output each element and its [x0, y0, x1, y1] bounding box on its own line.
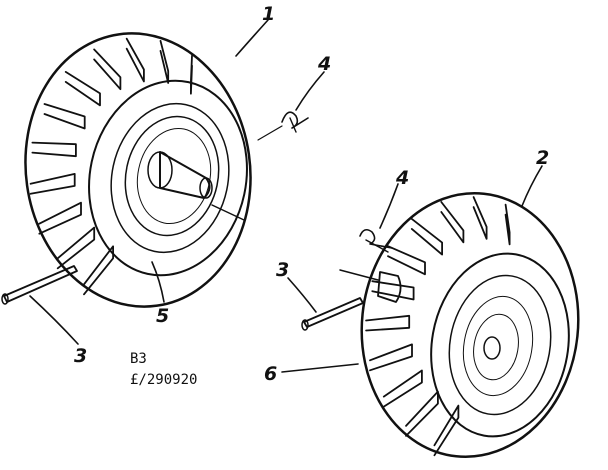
tread-lug [31, 141, 77, 158]
right-rim-outer [430, 252, 570, 438]
left-rim-dish [124, 115, 220, 237]
left-axle-centerline [211, 204, 245, 221]
callout-2: 2 [536, 147, 549, 169]
callout-4-lower: 4 [395, 167, 409, 189]
tread-lug [365, 314, 411, 332]
clevis-pin-left [1, 265, 78, 305]
hairpin-clip-upper [257, 111, 309, 141]
tread-lug [405, 390, 439, 437]
leader-2 [521, 165, 543, 207]
leader-6 [281, 363, 359, 373]
left-tire-tread [29, 37, 193, 296]
leader-1 [235, 19, 269, 57]
left-rim-outer [88, 79, 248, 277]
tread-lug [29, 173, 76, 195]
right-wheel [339, 191, 580, 459]
tread-lug [504, 203, 511, 246]
right-axle-centerline [339, 269, 379, 281]
right-hub [483, 336, 501, 360]
tread-lug [159, 40, 170, 84]
leader-4a [295, 71, 325, 111]
leader-4b [379, 183, 399, 229]
leader-3a [29, 295, 79, 345]
clevis-pin-right [301, 297, 364, 331]
tread-lug [93, 48, 122, 91]
left-axle-shaft [159, 151, 211, 199]
right-rim-dish-2 [473, 313, 519, 381]
right-rim-dish [462, 295, 534, 397]
callout-4-upper: 4 [317, 53, 331, 75]
tread-lug [387, 245, 426, 276]
callout-3-right: 3 [276, 259, 289, 281]
tread-lug [64, 71, 101, 107]
reference-code: B3 [130, 351, 147, 367]
part-number: £/290920 [130, 372, 197, 388]
right-tire-outline [360, 191, 580, 459]
right-rim-inner [448, 274, 552, 416]
left-axle-end [199, 177, 213, 199]
right-axle-stub [377, 271, 402, 303]
tread-lug [38, 201, 82, 235]
tread-lug [371, 280, 415, 301]
tread-lug [83, 245, 114, 296]
callout-1: 1 [262, 3, 275, 25]
tread-lug [125, 37, 145, 83]
tread-lug [190, 54, 193, 95]
leader-5 [151, 261, 165, 303]
callout-3-left: 3 [74, 345, 87, 367]
tread-lug [382, 369, 423, 408]
left-rim-inner [110, 102, 230, 254]
leader-3b [287, 277, 317, 313]
left-rim-dish-2 [136, 127, 212, 225]
tread-lug [440, 201, 465, 244]
hairpin-clip-lower [359, 228, 393, 253]
tread-lug [369, 343, 413, 372]
left-wheel [24, 32, 252, 308]
right-tire-tread [365, 196, 511, 457]
tread-lug [472, 196, 488, 240]
tread-lug [43, 103, 86, 130]
left-tire-outline [24, 32, 252, 308]
callout-5: 5 [156, 305, 169, 327]
callout-6: 6 [264, 363, 277, 385]
tread-lug [56, 226, 96, 270]
tread-lug [433, 404, 460, 457]
tread-lug [410, 218, 443, 256]
